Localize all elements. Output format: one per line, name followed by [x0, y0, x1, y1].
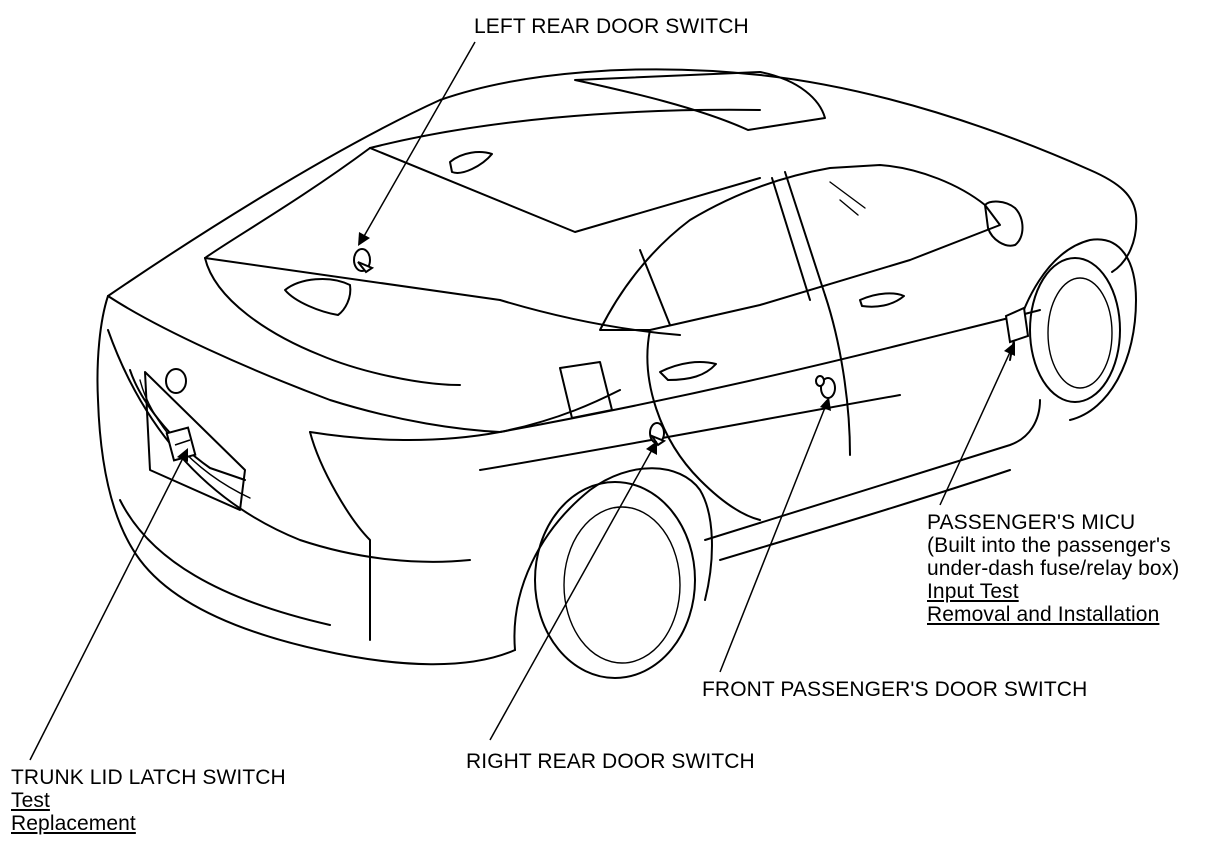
passenger-micu-label: PASSENGER'S MICU (Built into the passeng…: [927, 511, 1179, 626]
passenger-micu-input-test-link[interactable]: Input Test: [927, 580, 1019, 603]
car-body-outline: [96, 68, 1138, 679]
passenger-micu-removal-installation-link[interactable]: Removal and Installation: [927, 603, 1160, 626]
trunk-lid-latch-switch-title: TRUNK LID LATCH SWITCH: [11, 766, 286, 789]
passenger-micu-note-line-1: (Built into the passenger's: [927, 534, 1171, 557]
left-rear-door-switch-title: LEFT REAR DOOR SWITCH: [474, 15, 749, 38]
front-passenger-door-switch-title: FRONT PASSENGER'S DOOR SWITCH: [702, 678, 1088, 701]
left-rear-door-switch-label: LEFT REAR DOOR SWITCH: [474, 15, 749, 38]
left-rear-door-switch-marker: [353, 248, 375, 274]
passenger-micu-note-line-2: under-dash fuse/relay box): [927, 557, 1180, 580]
trunk-lid-latch-switch-label: TRUNK LID LATCH SWITCH Test Replacement: [11, 766, 286, 835]
trunk-lid-latch-switch-replacement-link[interactable]: Replacement: [11, 812, 136, 835]
front-passenger-door-switch-label: FRONT PASSENGER'S DOOR SWITCH: [702, 678, 1087, 701]
passenger-micu-title: PASSENGER'S MICU: [927, 511, 1136, 534]
right-rear-door-switch-label: RIGHT REAR DOOR SWITCH: [466, 750, 755, 773]
front-passenger-door-switch-marker: [815, 375, 836, 399]
passenger-micu-marker: [1004, 306, 1030, 344]
leader-lines: [29, 41, 1015, 761]
trunk-lid-latch-switch-test-link[interactable]: Test: [11, 789, 50, 812]
right-rear-door-switch-title: RIGHT REAR DOOR SWITCH: [466, 750, 755, 773]
